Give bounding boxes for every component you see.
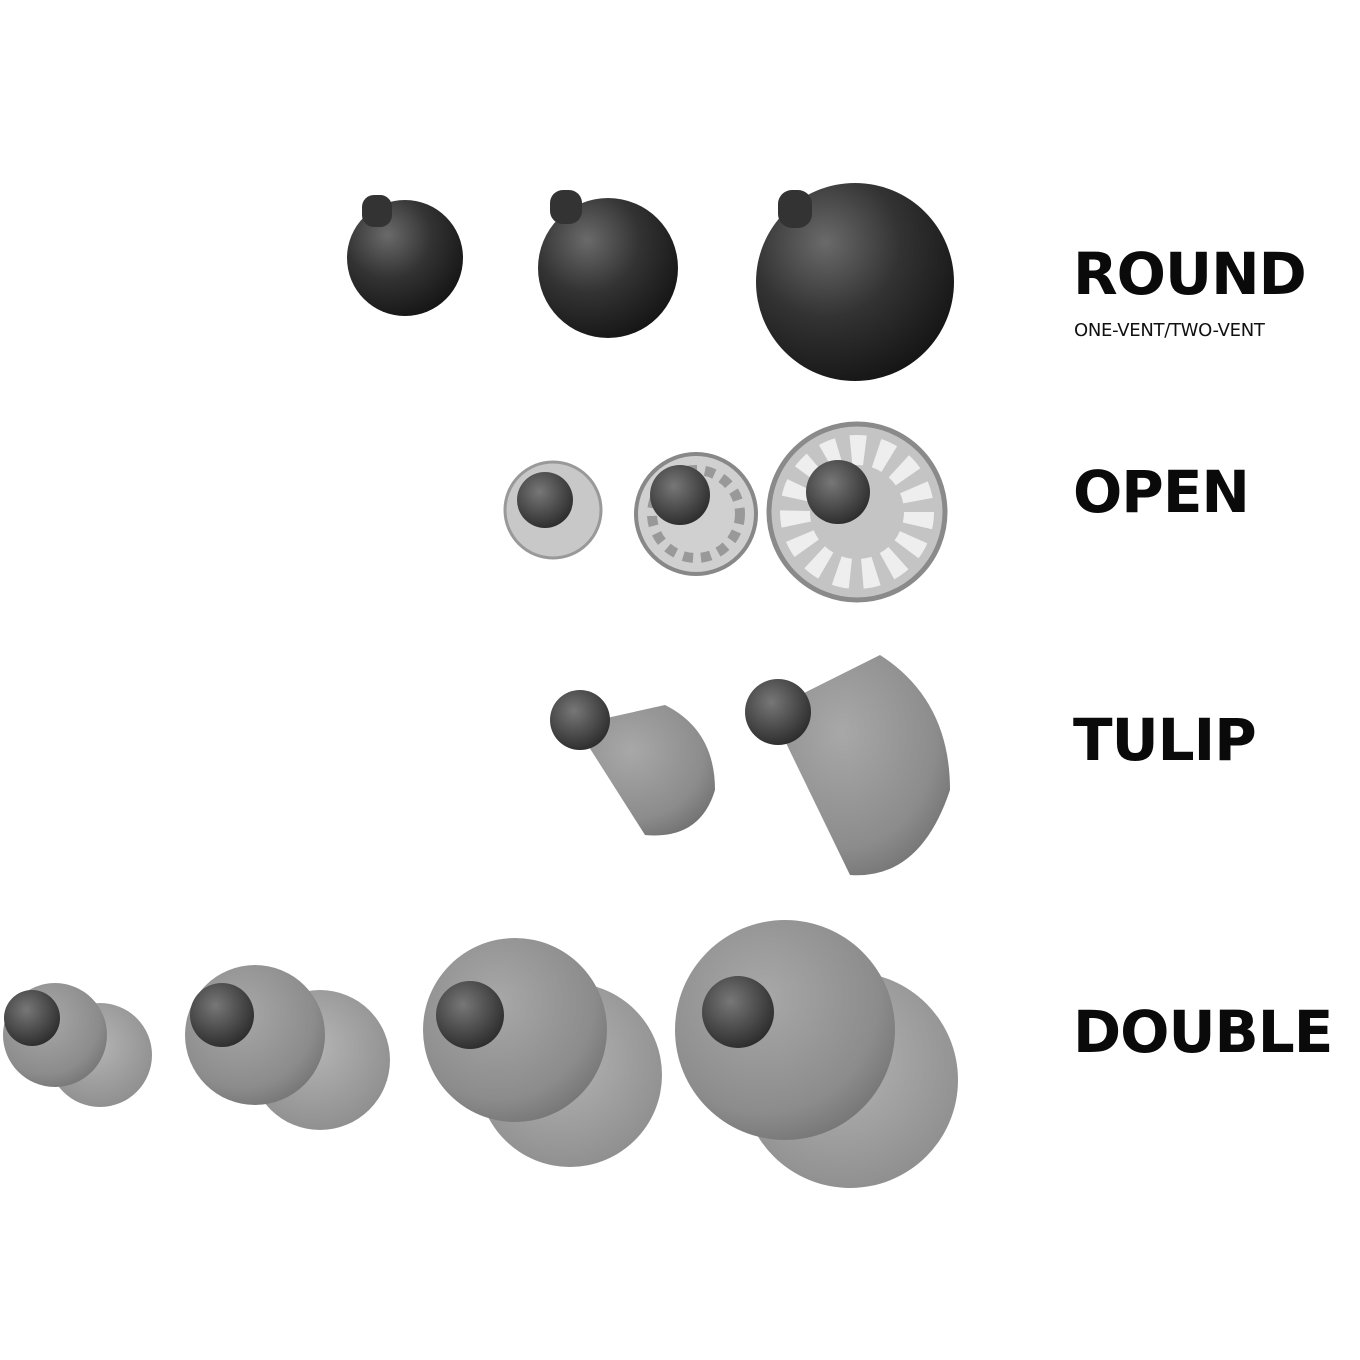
tulip-label: TULIP [1073,706,1257,774]
round-dome-small [347,195,463,316]
open-dome-large [766,421,948,603]
round-label: ROUND [1073,240,1307,308]
open-label: OPEN [1073,458,1250,526]
tulip-dome-large [745,655,950,876]
round-subtitle: ONE-VENT/TWO-VENT [1074,320,1265,341]
double-dome-3 [423,938,662,1167]
double-dome-1 [3,983,152,1107]
double-dome-4 [675,920,958,1188]
round-dome-medium [538,190,678,338]
open-dome-medium [634,452,758,576]
tulip-dome-small [550,690,715,836]
double-dome-2 [185,965,390,1130]
open-dome-small [503,460,603,560]
double-label: DOUBLE [1073,998,1333,1066]
round-dome-large [756,183,954,381]
